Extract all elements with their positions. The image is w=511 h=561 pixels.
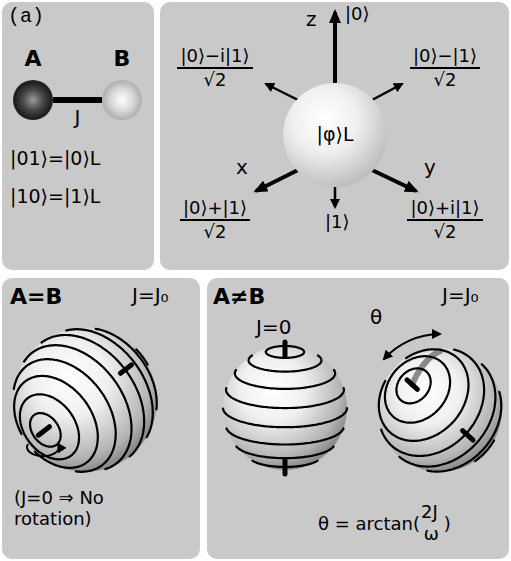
ring-line	[475, 440, 494, 461]
ring-line	[236, 447, 333, 459]
connector-layer	[2, 2, 154, 270]
ring-line	[24, 345, 131, 469]
fraction-denominator: √2	[204, 222, 227, 243]
ring-line	[396, 368, 430, 403]
ring-line	[407, 380, 417, 390]
ring-line	[283, 460, 288, 474]
panel-ground	[160, 2, 509, 270]
precession-rings	[14, 329, 502, 474]
ring-line	[381, 350, 484, 456]
ring-line	[227, 429, 344, 445]
coupling-label: J=J₀	[442, 284, 479, 307]
ring-line	[66, 329, 153, 437]
coupling-bond	[53, 97, 102, 103]
ring-line	[20, 394, 79, 459]
state-label: |0⟩	[345, 4, 370, 25]
panel-heading: A≠B	[213, 284, 265, 309]
ring-line	[223, 408, 347, 427]
rotation-arrow	[27, 444, 59, 456]
panel-letter: (a)	[8, 5, 44, 28]
panel: A=B J=J₀ (J=0 ⇒ No rotation)	[2, 278, 200, 559]
ring-line	[30, 413, 61, 447]
bloch-sphere	[13, 328, 157, 472]
axis-label: x	[236, 156, 248, 179]
fraction-denominator: ω	[421, 524, 442, 545]
fraction-numerator: |0⟩+i|1⟩	[407, 198, 482, 221]
ring-line	[283, 342, 288, 356]
panel: (a)|01⟩=|0⟩L|10⟩=|1⟩LABJ	[2, 2, 154, 270]
coupling-label: J=0	[256, 316, 291, 339]
atom-label: B	[114, 46, 131, 71]
state-equation: |10⟩=|1⟩L	[10, 186, 100, 208]
ring-line	[121, 365, 132, 374]
bloch-sphere	[378, 348, 502, 472]
fraction-numerator: |0⟩+|1⟩	[180, 198, 250, 221]
ring-line	[463, 431, 473, 441]
panel-ground	[2, 2, 154, 270]
state-equation: |01⟩=|0⟩L	[10, 148, 100, 170]
ring-line	[427, 392, 501, 472]
panel-heading: A=B	[10, 284, 62, 309]
ring-line	[14, 359, 116, 472]
ring-line	[385, 356, 450, 423]
fraction-denominator: √2	[204, 70, 227, 91]
panel-ground	[207, 278, 509, 559]
panel: z|0⟩|0⟩−i|1⟩√2|0⟩−|1⟩√2xy|0⟩+|1⟩√2|1⟩|0⟩…	[160, 2, 509, 270]
atom-dot: B	[102, 80, 142, 120]
ring-line	[38, 427, 49, 436]
bloch-sphere	[223, 346, 347, 470]
ring-line	[42, 335, 145, 457]
panel: A≠B J=0 J=J₀ θ θ = arctan(2Jω)	[207, 278, 509, 559]
fraction-denominator: √2	[434, 222, 457, 243]
panel-ground	[2, 278, 200, 559]
fraction-numerator: |0⟩−i|1⟩	[177, 46, 252, 69]
ring-line	[226, 388, 344, 408]
ring-line	[379, 349, 469, 441]
note: (J=0 ⇒ No rotation)	[14, 488, 184, 529]
state-label: |1⟩	[325, 212, 350, 233]
atom-dot: A	[13, 80, 53, 120]
angle-label: θ	[370, 306, 382, 329]
theta-arc	[384, 334, 440, 359]
coupling-label: J=J₀	[132, 284, 169, 307]
fraction-numerator: |0⟩−|1⟩	[410, 46, 480, 69]
ring-line	[96, 329, 157, 410]
ring-line	[136, 349, 148, 364]
state-label: |φ⟩L	[317, 124, 354, 146]
coupling-label: J	[75, 106, 81, 129]
bloch-axes	[256, 12, 416, 207]
bloch-sphere: |φ⟩L	[283, 83, 387, 187]
axis-label: y	[424, 156, 436, 179]
atom-label: A	[24, 46, 41, 71]
ring-line	[14, 376, 98, 468]
formula-part: θ = arctan(	[318, 514, 420, 535]
fraction-numerator: 2J	[421, 502, 442, 523]
fraction-denominator: √2	[434, 70, 457, 91]
formula-part: )	[444, 514, 451, 535]
ring-line	[235, 370, 335, 389]
axis-label: z	[306, 8, 317, 31]
